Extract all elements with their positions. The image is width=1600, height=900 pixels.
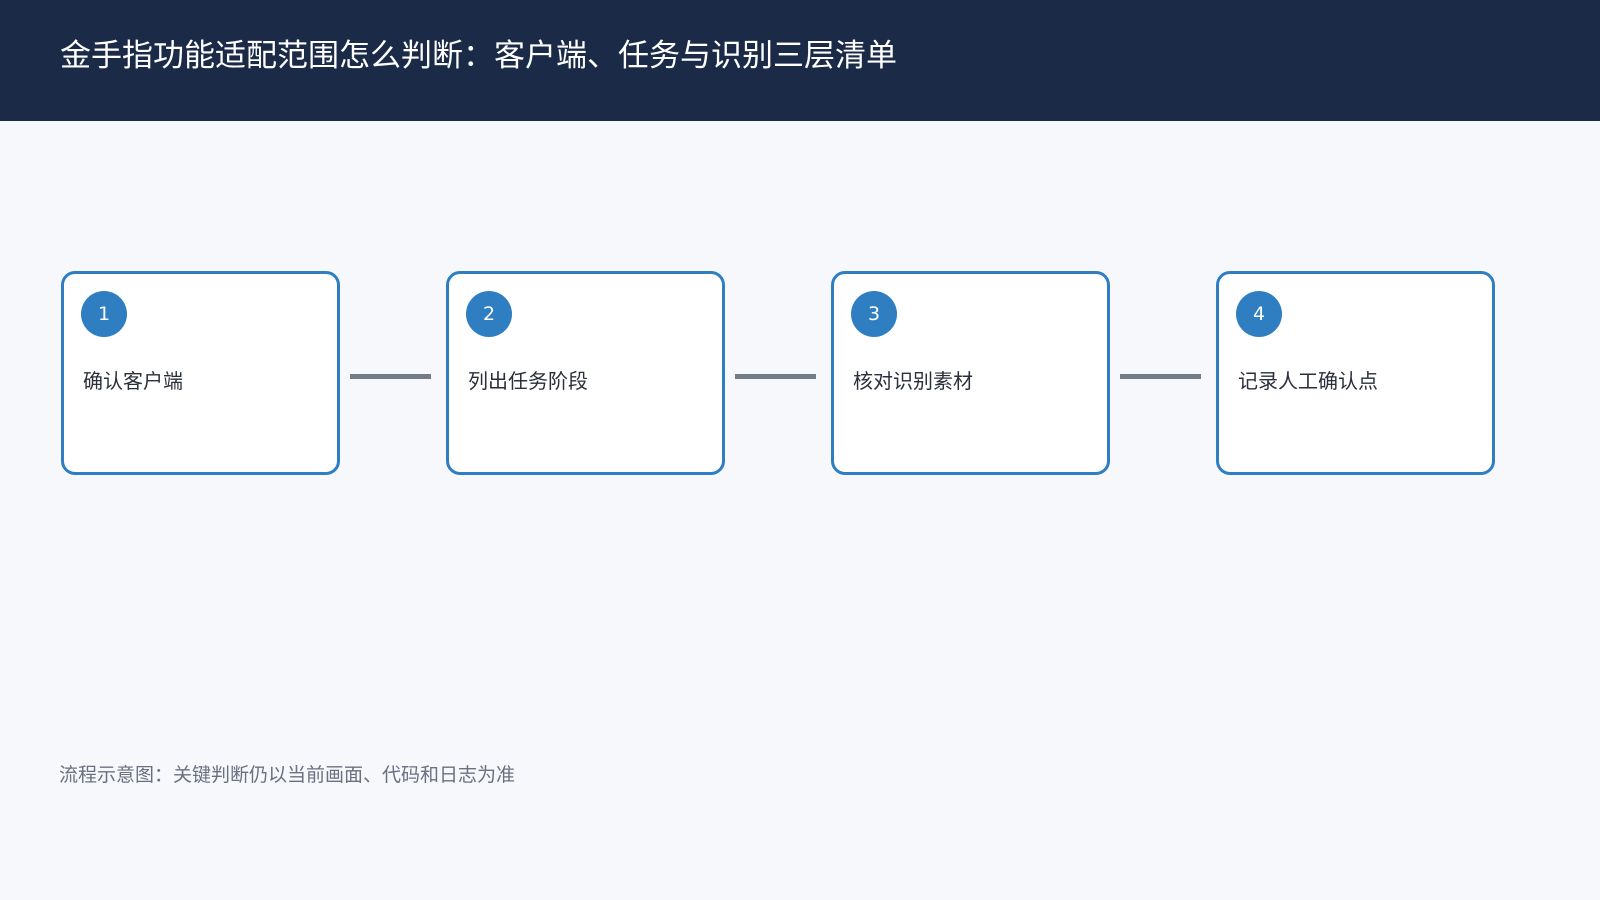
page-title: 金手指功能适配范围怎么判断：客户端、任务与识别三层清单 (60, 38, 897, 74)
step-label: 列出任务阶段 (468, 369, 588, 393)
step-card-4: 4 记录人工确认点 (1216, 271, 1495, 475)
connector-line (350, 374, 431, 379)
step-number-badge: 3 (851, 291, 897, 337)
footnote-caption: 流程示意图：关键判断仍以当前画面、代码和日志为准 (59, 764, 516, 786)
step-card-1: 1 确认客户端 (61, 271, 340, 475)
step-card-2: 2 列出任务阶段 (446, 271, 725, 475)
step-number-badge: 4 (1236, 291, 1282, 337)
step-label: 记录人工确认点 (1238, 369, 1378, 393)
header-bar: 金手指功能适配范围怎么判断：客户端、任务与识别三层清单 (0, 0, 1600, 121)
connector-line (735, 374, 816, 379)
connector-line (1120, 374, 1201, 379)
step-label: 核对识别素材 (853, 369, 973, 393)
step-label: 确认客户端 (83, 369, 183, 393)
step-card-3: 3 核对识别素材 (831, 271, 1110, 475)
step-number-badge: 1 (81, 291, 127, 337)
step-number-badge: 2 (466, 291, 512, 337)
